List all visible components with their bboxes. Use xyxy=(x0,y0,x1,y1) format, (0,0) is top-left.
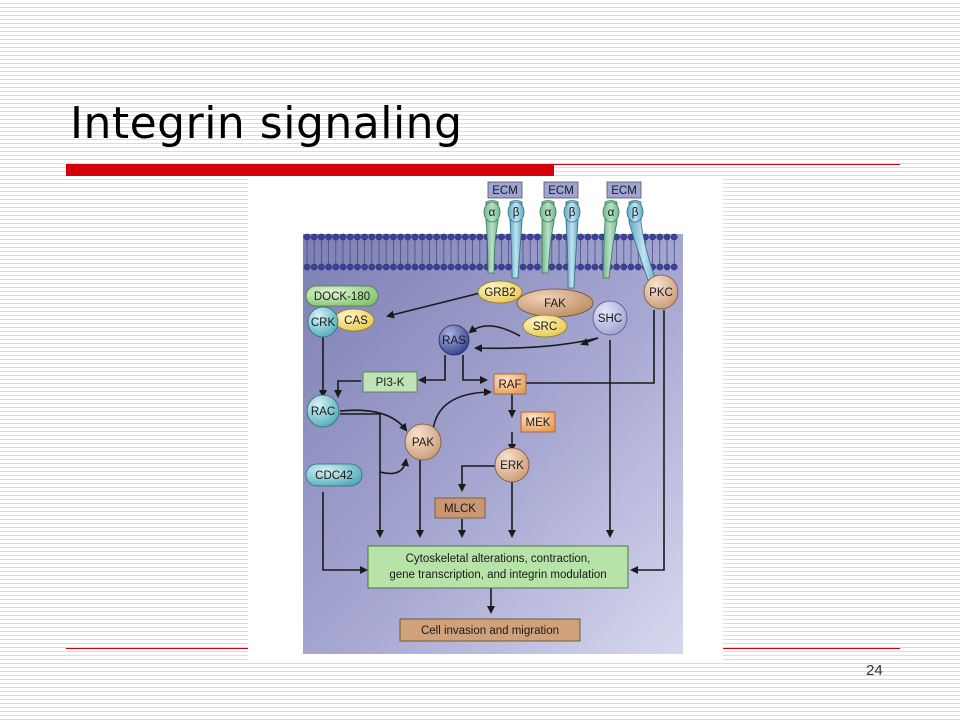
integrin-1: ECM α β xyxy=(483,181,525,279)
integrin-3: ECM α β xyxy=(602,181,659,289)
fak-label: FAK xyxy=(544,298,566,310)
outcome-line-2: gene transcription, and integrin modulat… xyxy=(389,569,606,581)
mlck-label: MLCK xyxy=(444,503,476,515)
pkc-label: PKC xyxy=(649,287,673,299)
beta-subunit-label: β xyxy=(513,207,520,219)
page-number: 24 xyxy=(866,662,883,679)
erk-node: ERK xyxy=(494,447,530,483)
erk-label: ERK xyxy=(500,460,524,472)
grb2-node: GRB2 xyxy=(477,280,523,304)
shc-label: SHC xyxy=(598,313,622,325)
integrin-pathway-figure: ECM α β ECM α β ECM α β xyxy=(248,178,723,660)
beta-subunit-label: β xyxy=(569,207,576,219)
shc-node: SHC xyxy=(592,300,628,336)
alpha-subunit-label: α xyxy=(545,207,552,219)
beta-subunit-label: β xyxy=(632,207,639,219)
cytoskeletal-outcome-box: Cytoskeletal alterations, contraction, g… xyxy=(367,545,629,589)
mlck-node: MLCK xyxy=(434,497,486,519)
rac-node: RAC xyxy=(306,394,340,428)
cas-node: CAS xyxy=(333,308,375,332)
final-outcome-label: Cell invasion and migration xyxy=(421,625,559,637)
fak-node: FAK xyxy=(516,288,594,318)
src-node: SRC xyxy=(522,314,568,338)
ras-label: RAS xyxy=(442,335,466,347)
src-label: SRC xyxy=(533,321,557,333)
ecm-label: ECM xyxy=(548,185,574,197)
cas-label: CAS xyxy=(344,315,368,327)
slide-title: Integrin signaling xyxy=(70,98,463,149)
raf-node: RAF xyxy=(493,373,527,395)
dock180-node: DOCK-180 xyxy=(305,285,379,307)
pkc-node: PKC xyxy=(643,274,679,310)
dock180-label: DOCK-180 xyxy=(314,291,370,303)
integrin-2: ECM α β xyxy=(539,181,581,289)
rac-label: RAC xyxy=(311,406,335,418)
pathway-diagram: ECM α β ECM α β ECM α β xyxy=(303,181,683,654)
pathway-arrows xyxy=(319,292,665,614)
crk-label: CRK xyxy=(311,317,336,329)
mek-node: MEK xyxy=(520,411,556,433)
pak-node: PAK xyxy=(404,423,442,461)
pak-label: PAK xyxy=(412,437,434,449)
raf-label: RAF xyxy=(499,379,522,391)
pi3k-label: PI3-K xyxy=(376,377,405,389)
alpha-subunit-label: α xyxy=(608,207,615,219)
ras-node: RAS xyxy=(438,324,470,356)
cdc42-label: CDC42 xyxy=(315,470,353,482)
mek-label: MEK xyxy=(526,417,551,429)
title-underline-line xyxy=(554,164,900,165)
outcome-line-1: Cytoskeletal alterations, contraction, xyxy=(406,553,591,565)
cell-membrane xyxy=(303,233,678,271)
pi3k-node: PI3-K xyxy=(362,371,418,393)
title-underline-bar xyxy=(66,164,554,176)
grb2-label: GRB2 xyxy=(484,287,515,299)
ecm-label: ECM xyxy=(492,185,518,197)
alpha-subunit-label: α xyxy=(489,207,496,219)
ecm-label: ECM xyxy=(611,185,637,197)
invasion-migration-box: Cell invasion and migration xyxy=(399,618,581,642)
cdc42-node: CDC42 xyxy=(305,463,363,487)
crk-node: CRK xyxy=(307,306,339,338)
